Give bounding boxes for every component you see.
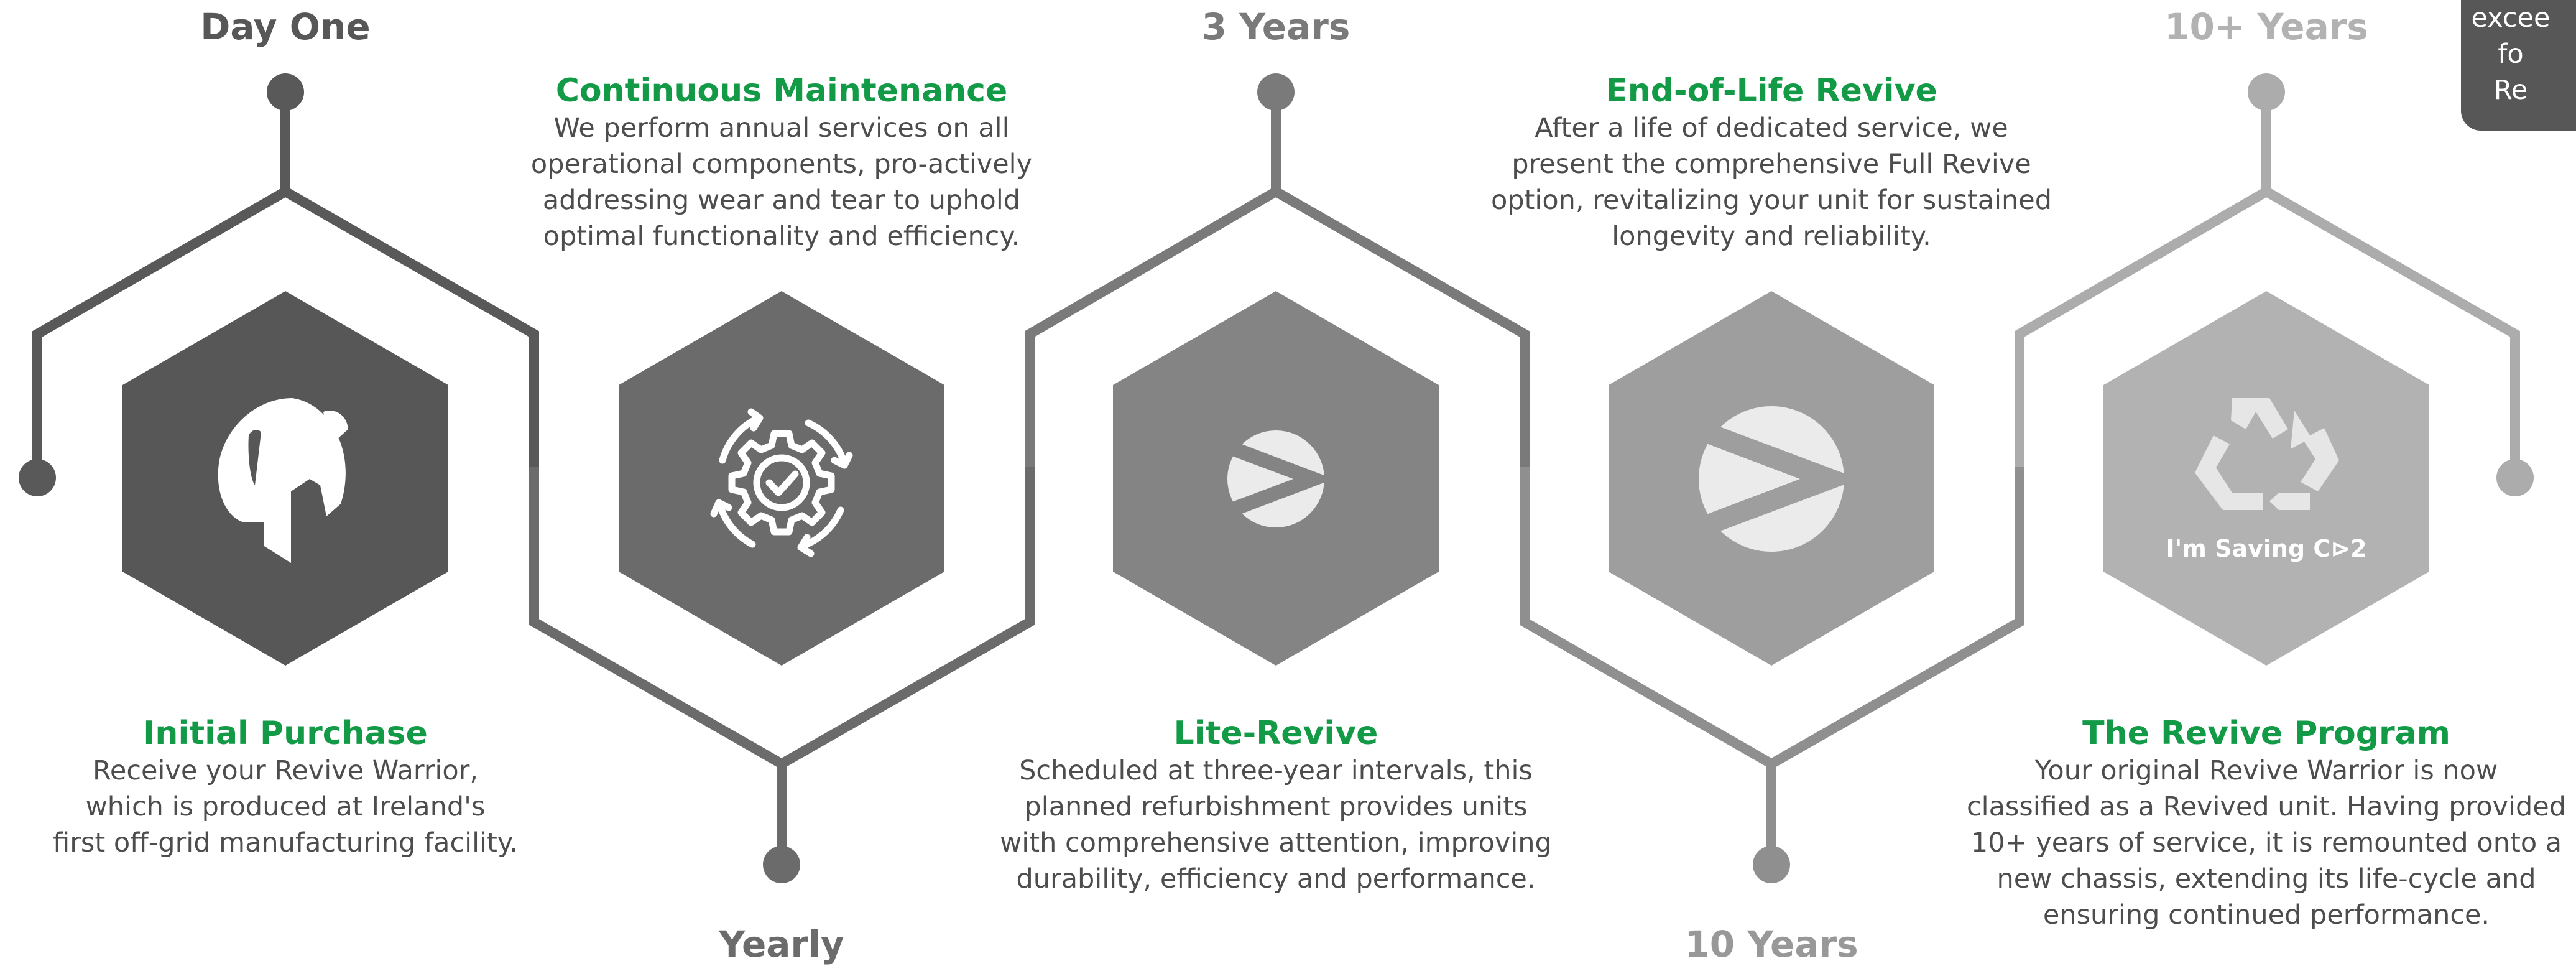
stage-description-line: addressing wear and tear to uphold [542,185,1021,216]
co2-badge-text: I'm Saving C⊳2 [2166,535,2366,562]
stage-description-line: Scheduled at three-year intervals, this [1019,755,1533,786]
stage-description-line: 10+ years of service, it is remounted on… [1970,827,2562,858]
milestone-yearly: Yearly [719,923,844,965]
connector-segment-5 [2015,92,2520,478]
node-dot-yearly [763,846,800,883]
stage-hexagon-continuous-maintenance [619,291,944,666]
node-dot-day-one [267,73,304,111]
stage-description-line: durability, efficiency and performance. [1016,863,1536,894]
stage-description-line: ensuring continued performance. [2043,899,2490,931]
node-dot-end [2496,459,2534,496]
connector-segment-2 [529,467,1035,865]
stage-description-line: After a life of dedicated service, we [1535,113,2008,144]
stage-description-line: We perform annual services on all [553,113,1010,144]
stage-description-line: classified as a Revived unit. Having pro… [1966,791,2566,822]
warrior-helmet-icon [218,398,348,563]
revive-logo-small-icon [1219,430,1334,527]
callout-line: excee [2471,2,2551,34]
stage-title: Continuous Maintenance [555,72,1008,109]
node-dot-3-years [1257,73,1295,111]
stage-text-lite-revive: Lite-Revive Scheduled at three-year inte… [965,714,1587,897]
stage-text-revive-program: The Revive Program Your original Revive … [1955,714,2576,933]
milestone-10-plus-years: 10+ Years [2164,6,2368,48]
stage-description-line: present the comprehensive Full Revive [1512,149,2031,180]
milestone-day-one: Day One [200,6,371,48]
stage-description-line: Receive your Revive Warrior, [92,755,479,786]
stage-title: The Revive Program [2082,715,2450,752]
callout-line: Re [2493,75,2528,106]
connector-segment-4 [1520,467,2024,865]
stage-text-initial-purchase: Initial Purchase Receive your Revive War… [37,714,534,861]
stage-description-line: new chassis, extending its life-cycle an… [1997,863,2536,894]
stage-description-line: operational components, pro-actively [530,149,1033,180]
revive-logo-large-icon [1685,406,1859,552]
node-dot-10-plus-years [2248,73,2285,111]
recycle-icon [2195,398,2339,510]
stage-description-line: Your original Revive Warrior is now [2034,755,2498,786]
connector-segment-1 [32,92,539,467]
stage-title: Lite-Revive [1173,715,1378,752]
node-dot-10-years [1753,846,1790,883]
milestone-3-years: 3 Years [1201,6,1350,48]
gear-cycle-check-icon [710,408,853,557]
callout-box: excee fo Re [2461,0,2576,131]
stage-description-line: with comprehensive attention, improving [1000,827,1552,858]
callout-line: fo [2498,39,2524,70]
stage-hexagon-revive-program [2103,291,2429,666]
stage-description-line: planned refurbishment provides units [1024,791,1528,822]
stage-description-line: option, revitalizing your unit for susta… [1490,185,2052,216]
stage-description-line: which is produced at Ireland's [85,791,486,822]
stage-description-line: optimal functionality and efficiency. [543,221,1020,252]
connector-segment-3 [1025,92,1530,467]
stage-text-end-of-life-revive: End-of-Life Revive After a life of dedic… [1461,72,2082,254]
stage-description-line: longevity and reliability. [1612,221,1931,252]
stage-text-continuous-maintenance: Continuous Maintenance We perform annual… [502,72,1061,254]
stage-title: End-of-Life Revive [1605,72,1937,109]
stage-description-line: first off-grid manufacturing facility. [53,827,518,858]
stage-title: Initial Purchase [143,715,428,752]
node-dot-start [19,459,56,496]
milestone-10-years: 10 Years [1684,923,1858,965]
